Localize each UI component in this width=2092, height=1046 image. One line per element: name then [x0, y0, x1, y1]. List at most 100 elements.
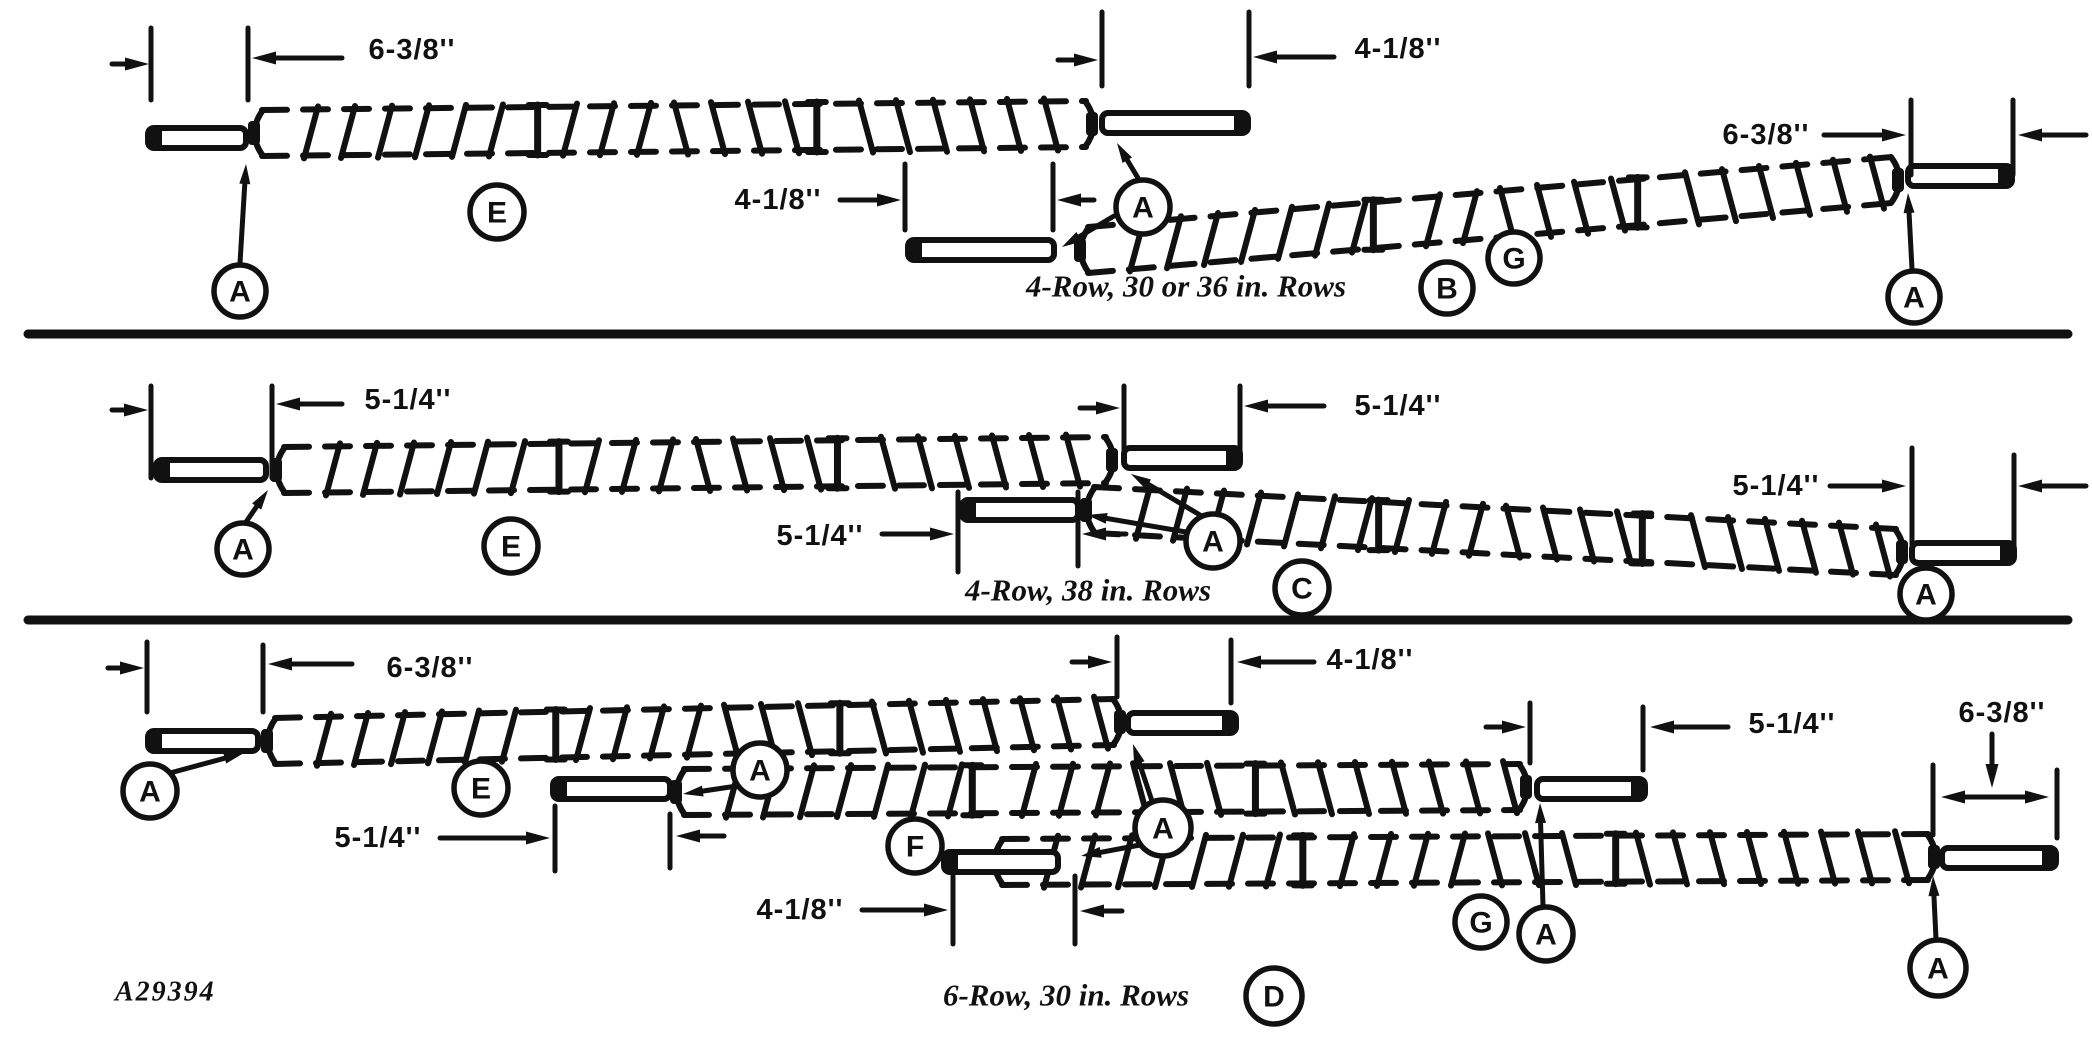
flight-line — [721, 701, 741, 760]
flight-line — [1041, 95, 1061, 154]
flighting-joint — [827, 699, 852, 757]
B-drive-shaft — [1099, 110, 1251, 136]
dimension-label: 6-3/8'' — [369, 34, 456, 66]
flight-line — [1423, 191, 1443, 250]
C-auger-E — [270, 431, 1118, 499]
flighting-joint — [546, 438, 571, 496]
flight-line — [797, 762, 817, 821]
flight-line — [634, 99, 654, 158]
flight-line — [1855, 828, 1875, 887]
flight-line — [1093, 760, 1113, 819]
flight-line — [1189, 831, 1209, 890]
callout-circle-E — [451, 758, 511, 818]
dimension-label: 5-1/4'' — [365, 384, 452, 416]
C-drive-shaft — [153, 457, 269, 483]
flight-line — [597, 100, 617, 159]
flight-line — [1392, 497, 1412, 556]
flight-line — [1352, 759, 1372, 818]
flight-line — [388, 709, 408, 768]
callout-A: A — [1897, 559, 1955, 623]
flight-line — [1054, 694, 1074, 753]
dimension-514: 5-1/4'' — [1077, 383, 1440, 455]
flight-line — [1204, 759, 1224, 818]
flighting-joint — [1630, 510, 1655, 568]
flight-line — [952, 432, 972, 491]
callout-A: A — [214, 490, 272, 578]
flight-line — [573, 705, 593, 764]
D-drive-shaft — [1534, 776, 1648, 802]
flight-line — [1836, 519, 1856, 578]
flight-line — [795, 700, 815, 759]
flight-line — [1315, 759, 1335, 818]
flight-line — [656, 436, 676, 495]
flighting-joint — [1290, 831, 1315, 889]
flight-line — [1892, 828, 1912, 887]
callout-letter: A — [229, 276, 251, 309]
figure-id: A29394 — [113, 977, 214, 1008]
flight-line — [1571, 178, 1591, 237]
callout-F: F — [885, 816, 945, 876]
flight-line — [1756, 163, 1776, 222]
callout-G: G — [1452, 893, 1510, 951]
flight-line — [1078, 832, 1098, 891]
flight-line — [708, 99, 728, 158]
B-drive-shaft — [145, 125, 249, 151]
flight-line — [684, 702, 704, 761]
dimension-514: 5-1/4'' — [777, 489, 1129, 575]
flight-line — [980, 696, 1000, 755]
flight-line — [1115, 832, 1135, 891]
D-drive-shaft — [550, 776, 673, 802]
callout-A: A — [1885, 193, 1943, 326]
callout-A: A — [1062, 143, 1173, 247]
D-auger-E — [261, 693, 1126, 769]
flight-line — [1818, 828, 1838, 887]
flight-line — [1503, 502, 1523, 561]
flight-line — [906, 697, 926, 756]
flight-line — [449, 101, 469, 160]
flight-line — [989, 432, 1009, 491]
dimension-514: 5-1/4'' — [335, 803, 727, 874]
flight-line — [945, 761, 965, 820]
callout-letter: G — [1469, 907, 1492, 940]
callout-circle-A — [1516, 904, 1576, 964]
flight-line — [1830, 156, 1850, 215]
section-caption: 6-Row, 30 in. Rows — [943, 978, 1189, 1013]
callout-letter: E — [501, 531, 521, 564]
flight-line — [360, 439, 380, 498]
flight-line — [1534, 181, 1554, 240]
D-auger-F — [670, 758, 1532, 821]
flight-line — [1762, 515, 1782, 574]
flight-line — [1275, 203, 1295, 262]
flight-line — [1337, 831, 1357, 890]
flight-line — [1719, 166, 1739, 225]
flight-line — [1463, 758, 1483, 817]
flight-line — [1133, 483, 1153, 542]
flight-line — [1278, 759, 1298, 818]
flight-line — [1017, 695, 1037, 754]
callout-letter: F — [906, 831, 924, 864]
dimension-514: 5-1/4'' — [1483, 700, 1834, 773]
flighting-joint — [1603, 830, 1628, 888]
callout-A: A — [1087, 474, 1243, 571]
section-letter-circle-D — [1243, 965, 1305, 1027]
dimension-638: 6-3/8'' — [109, 25, 456, 103]
callout-circle-G — [1485, 229, 1543, 287]
callout-letter: A — [1202, 526, 1224, 559]
callout-E: E — [451, 758, 511, 818]
flighting-joint — [543, 706, 568, 764]
flight-line — [1707, 829, 1727, 888]
flight-line — [1448, 830, 1468, 889]
flight-line — [908, 761, 928, 820]
section-caption: 4-Row, 30 or 36 in. Rows — [1025, 269, 1346, 304]
flight-line — [1799, 517, 1819, 576]
flight-line — [1426, 758, 1446, 817]
flight-line — [1056, 760, 1076, 819]
flight-line — [351, 709, 371, 768]
flight-line — [462, 707, 482, 766]
flighting-joint — [960, 761, 985, 819]
dimension-418: 4-1/8'' — [1069, 634, 1412, 706]
